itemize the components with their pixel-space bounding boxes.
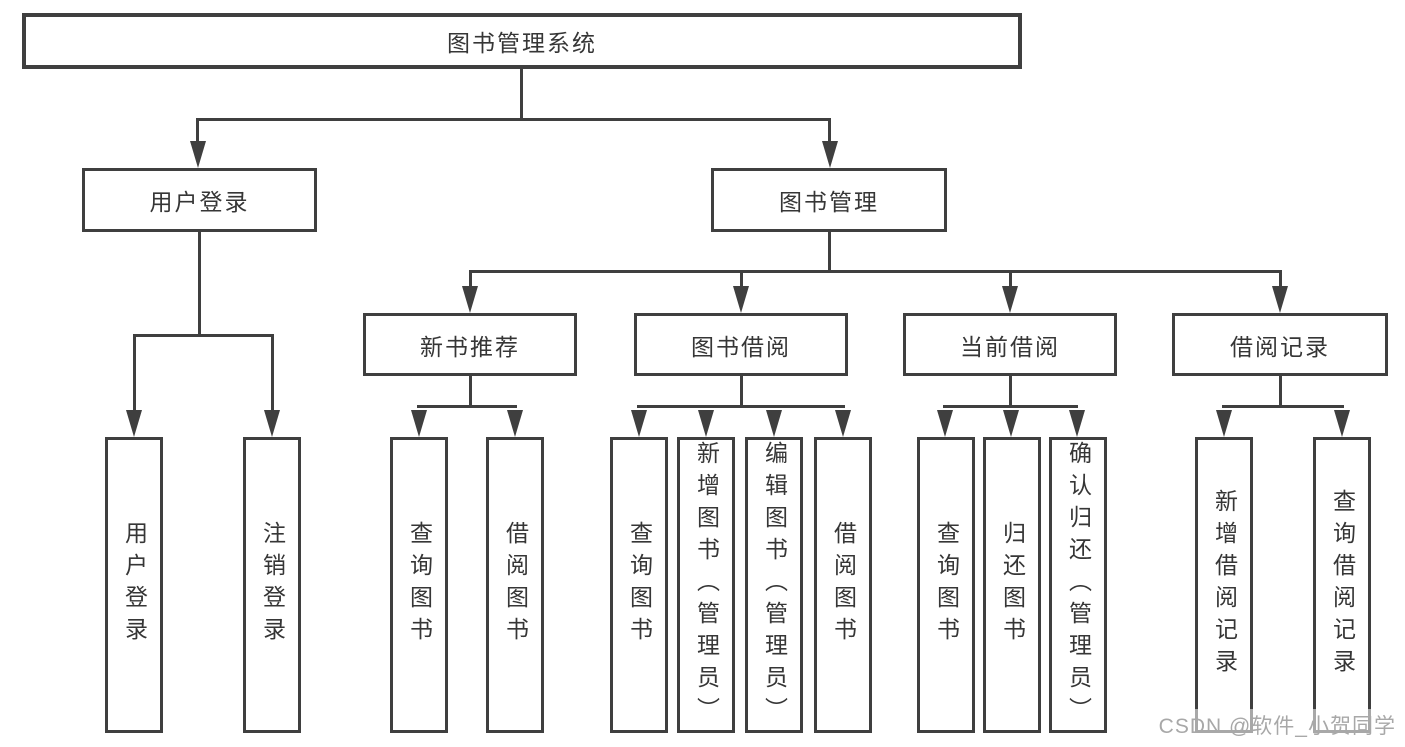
arrow-down-icon xyxy=(733,286,749,313)
connector-hline xyxy=(1222,405,1344,408)
connector-hline xyxy=(469,270,1282,273)
connector-vline xyxy=(469,270,472,288)
leaf-user-login: 用户登录 xyxy=(105,437,163,733)
connector-vline xyxy=(740,270,743,288)
node-book-management: 图书管理 xyxy=(711,168,947,232)
connector-hline xyxy=(417,405,517,408)
connector-vline xyxy=(1279,374,1282,408)
arrow-down-icon xyxy=(1002,286,1018,313)
arrow-down-icon xyxy=(631,410,647,437)
connector-vline xyxy=(1279,270,1282,288)
connector-vline xyxy=(1009,270,1012,288)
leaf-borrow-books-newrec: 借阅图书 xyxy=(486,437,544,733)
connector-hline xyxy=(943,405,1078,408)
arrow-down-icon xyxy=(1334,410,1350,437)
leaf-confirm-return-admin: 确认归还（管理员） xyxy=(1049,437,1107,733)
leaf-edit-books-admin: 编辑图书（管理员） xyxy=(745,437,803,733)
connector-vline xyxy=(828,232,831,273)
arrow-down-icon xyxy=(766,410,782,437)
connector-vline xyxy=(271,334,274,412)
connector-vline xyxy=(828,118,831,144)
arrow-down-icon xyxy=(937,410,953,437)
connector-hline xyxy=(637,405,845,408)
connector-vline xyxy=(198,232,201,336)
connector-vline xyxy=(740,375,743,408)
connector-vline xyxy=(133,334,136,412)
arrow-down-icon xyxy=(1272,286,1288,313)
node-borrowing-records: 借阅记录 xyxy=(1172,313,1388,376)
node-book-borrowing: 图书借阅 xyxy=(634,313,848,376)
watermark-text: CSDN @软件_小贺同学 xyxy=(1155,709,1399,741)
connector-vline xyxy=(1009,375,1012,408)
node-user-login: 用户登录 xyxy=(82,168,317,232)
leaf-add-books-admin: 新增图书（管理员） xyxy=(677,437,735,733)
leaf-return-books: 归还图书 xyxy=(983,437,1041,733)
arrow-down-icon xyxy=(264,410,280,437)
leaf-add-borrow-record: 新增借阅记录 xyxy=(1195,437,1253,733)
arrow-down-icon xyxy=(1216,410,1232,437)
arrow-down-icon xyxy=(126,410,142,437)
node-library-management-system: 图书管理系统 xyxy=(22,13,1022,69)
connector-hline xyxy=(196,118,831,121)
arrow-down-icon xyxy=(1003,410,1019,437)
leaf-query-books-current: 查询图书 xyxy=(917,437,975,733)
arrow-down-icon xyxy=(411,410,427,437)
arrow-down-icon xyxy=(507,410,523,437)
connector-vline xyxy=(196,118,199,144)
arrow-down-icon xyxy=(190,141,206,168)
leaf-borrow-books: 借阅图书 xyxy=(814,437,872,733)
node-new-book-recommendation: 新书推荐 xyxy=(363,313,577,376)
node-current-borrowing: 当前借阅 xyxy=(903,313,1117,376)
arrow-down-icon xyxy=(835,410,851,437)
connector-vline xyxy=(469,375,472,408)
connector-hline xyxy=(133,334,274,337)
arrow-down-icon xyxy=(822,141,838,168)
leaf-query-borrow-record: 查询借阅记录 xyxy=(1313,437,1371,733)
leaf-query-books-borrow: 查询图书 xyxy=(610,437,668,733)
arrow-down-icon xyxy=(698,410,714,437)
leaf-logout: 注销登录 xyxy=(243,437,301,733)
connector-vline xyxy=(520,69,523,120)
arrow-down-icon xyxy=(462,286,478,313)
leaf-query-books-newrec: 查询图书 xyxy=(390,437,448,733)
arrow-down-icon xyxy=(1069,410,1085,437)
